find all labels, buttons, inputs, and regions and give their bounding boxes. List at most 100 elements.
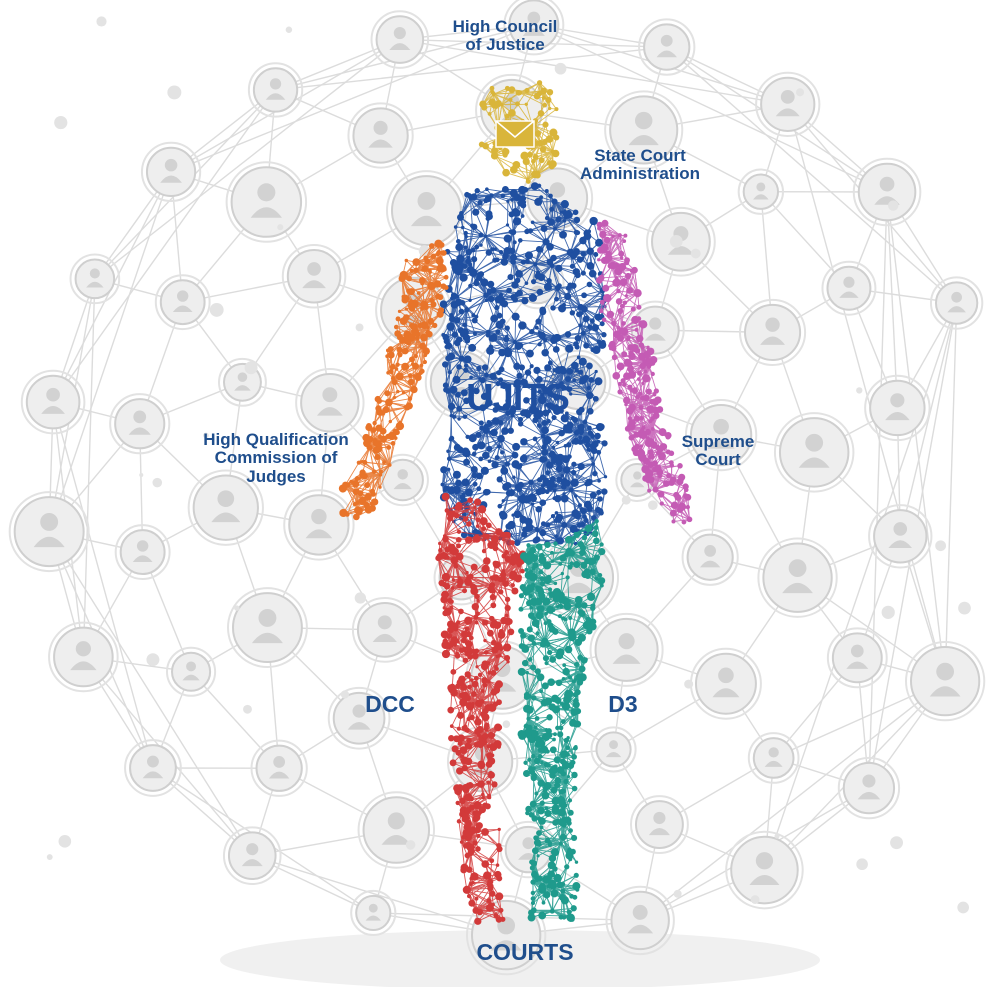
person-icon — [757, 537, 838, 618]
person-icon — [8, 491, 90, 573]
background-dot — [690, 248, 701, 259]
person-icon — [837, 756, 901, 820]
background-dot — [203, 432, 209, 439]
person-icon — [281, 244, 347, 309]
background-dot — [146, 653, 160, 667]
background-dot — [234, 605, 240, 611]
person-icon — [226, 587, 308, 669]
person-icon — [590, 726, 637, 773]
background-dot — [277, 224, 284, 231]
background-dot — [355, 323, 364, 332]
person-icon — [327, 686, 391, 750]
person-icon — [109, 393, 171, 455]
label-dcc: DCC — [365, 691, 415, 717]
person-icon — [166, 646, 217, 697]
background-dot — [152, 477, 163, 488]
person-icon — [826, 627, 888, 689]
background-dot — [673, 889, 682, 898]
person-icon — [503, 0, 565, 56]
person-icon — [604, 90, 684, 170]
person-icon — [852, 157, 922, 227]
background-dot — [881, 605, 895, 619]
person-icon — [20, 369, 86, 435]
person-icon — [929, 276, 984, 330]
person-icon — [154, 274, 211, 331]
background-dot — [502, 720, 511, 728]
background-dot — [139, 472, 144, 478]
background-dot — [46, 854, 53, 860]
person-icon — [225, 161, 308, 243]
person-icon — [605, 885, 675, 956]
background-dot — [354, 592, 367, 604]
background-dot — [796, 88, 805, 97]
background-dot — [418, 245, 431, 257]
person-icon — [589, 612, 664, 687]
background-dot — [774, 833, 780, 839]
label-ujits: UJITS — [466, 377, 570, 419]
person-icon — [295, 368, 365, 438]
person-icon — [864, 374, 931, 442]
envelope-icon — [495, 120, 535, 148]
person-icon — [124, 739, 182, 797]
background-dot — [244, 361, 258, 375]
background-dot — [856, 387, 863, 394]
person-icon — [350, 889, 397, 937]
person-icon — [187, 469, 264, 546]
left-arm-network — [338, 239, 449, 521]
background-dot — [554, 62, 567, 75]
person-icon — [347, 102, 414, 169]
background-dot — [58, 835, 72, 848]
background-dot — [669, 234, 683, 248]
background-dot — [887, 200, 899, 211]
background-dot — [684, 679, 694, 689]
background-dot — [243, 704, 252, 714]
person-icon — [739, 298, 807, 366]
right-arm-network — [595, 219, 693, 525]
person-icon — [681, 528, 739, 586]
person-icon — [684, 398, 758, 472]
background-dot — [957, 901, 969, 914]
background-dot — [340, 690, 350, 699]
background-dot — [958, 601, 971, 615]
person-icon — [247, 62, 304, 118]
person-icon — [905, 641, 986, 722]
person-icon — [283, 489, 355, 561]
person-icon — [638, 18, 696, 76]
left-leg-network — [435, 492, 527, 925]
person-icon — [821, 260, 877, 316]
person-icon — [773, 412, 855, 493]
background-dot — [750, 895, 760, 904]
person-icon — [114, 524, 171, 581]
background-dot — [285, 26, 293, 33]
background-dot — [209, 302, 224, 317]
background-dot — [54, 115, 68, 130]
background-dot — [405, 840, 416, 850]
person-icon — [370, 10, 430, 69]
person-icon — [48, 621, 119, 693]
label-d3: D3 — [608, 691, 638, 717]
background-dot — [935, 540, 947, 552]
label-courts: COURTS — [476, 939, 574, 965]
background-dot — [96, 16, 107, 27]
background-dot — [648, 500, 658, 511]
person-icon — [351, 597, 418, 663]
right-leg-network — [517, 518, 606, 923]
person-icon — [69, 253, 121, 305]
background-dot — [167, 85, 182, 100]
person-icon — [725, 830, 804, 910]
torso-network — [439, 182, 608, 547]
person-icon — [250, 739, 308, 797]
person-icon — [747, 732, 800, 784]
person-icon — [868, 504, 933, 569]
background-dot — [621, 495, 631, 505]
person-icon — [737, 168, 785, 215]
background-dot — [890, 836, 904, 850]
person-icon — [629, 795, 689, 854]
person-icon — [222, 826, 282, 885]
